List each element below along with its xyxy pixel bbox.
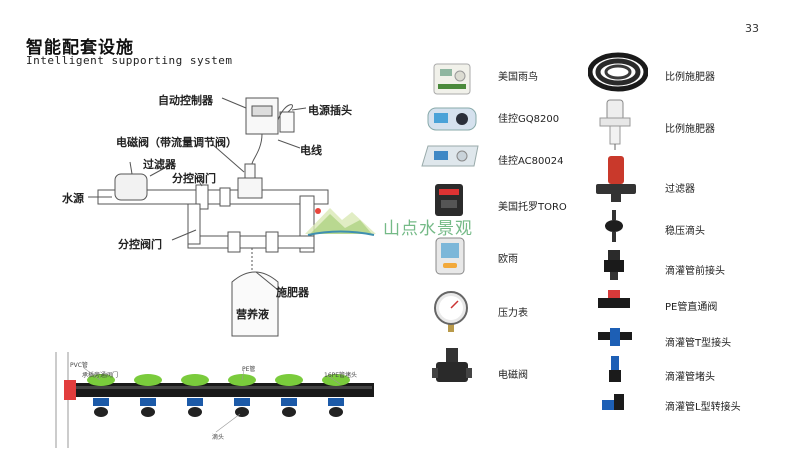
gq8200-controller-icon [427,107,477,131]
drip-l-connector-icon [602,394,624,410]
product-label-toro: 美国托罗TORO [498,202,567,213]
label-power-socket: 电源插头 [308,104,352,117]
product-label-pressure-gauge: 压力表 [498,308,528,319]
ac80024-controller-icon [421,145,479,167]
drip-t-connector-icon [598,328,632,346]
label-solenoid-valve: 电磁阀（带流量调节阀） [116,136,237,149]
product-label-drip-t-connector: 滴灌管T型接头 [665,338,732,349]
product-label-proportional-fertilizer: 比例施肥器 [665,124,715,135]
drip-front-connector-icon [604,250,624,280]
product-label-filter: 过滤器 [665,184,695,195]
pressure-dripper-icon [605,210,623,242]
product-label-drip-front-connector: 滴灌管前接头 [665,266,725,277]
label-water-source: 水源 [62,192,84,205]
product-label-pipe-fertilizer: 比例施肥器 [665,72,715,83]
solenoid-valve-icon [432,348,472,382]
page-number: 33 [745,22,759,35]
product-label-drip-end-plug: 滴灌管堵头 [665,372,715,383]
product-label-pressure-dripper: 稳压滴头 [665,226,705,237]
watermark-mountain-icon [305,208,376,236]
label-nutrient-solution: 营养液 [236,308,269,321]
product-label-solenoid-valve: 电磁阀 [498,370,528,381]
pipe-coil-icon [588,52,648,92]
label-bypass-valve: 承插旁通阀门 [82,372,119,379]
product-label-drip-l-connector: 滴灌管L型转接头 [665,402,741,413]
watermark-text: 山点水景观 [383,219,473,239]
product-label-rainbird: 美国雨鸟 [498,72,538,83]
label-branch-valve-bottom: 分控阀门 [118,238,162,251]
label-filter: 过滤器 [143,158,176,171]
page-subtitle: Intelligent supporting system [26,54,233,67]
rainbird-controller-icon [433,63,471,95]
product-label-ac80024: 佳控AC80024 [498,156,564,167]
product-label-pe-straight-valve: PE管直通阀 [665,302,718,313]
label-pe-pipe: PE管 [242,366,256,373]
label-branch-valve-top: 分控阀门 [172,172,216,185]
page-title: 智能配套设施 [26,38,134,58]
label-dripper: 滴头 [212,434,225,441]
label-wire: 电线 [300,144,322,157]
proportional-fertilizer-icon [599,99,631,150]
drip-end-plug-icon [609,356,621,382]
product-label-ouyu: 欧雨 [498,254,518,265]
ouyu-controller-icon [435,237,465,275]
filter-icon [596,156,636,202]
label-pe-end-plug: 16PE管堵头 [324,372,358,379]
label-fertilizer-applicator: 施肥器 [276,286,309,299]
pressure-gauge-icon [434,291,468,332]
toro-controller-icon [435,184,463,216]
label-pvc-pipe: PVC管 [70,362,88,369]
label-auto-controller: 自动控制器 [158,94,213,107]
pe-straight-valve-icon [598,290,630,308]
product-label-gq8200: 佳控GQ8200 [498,114,560,125]
